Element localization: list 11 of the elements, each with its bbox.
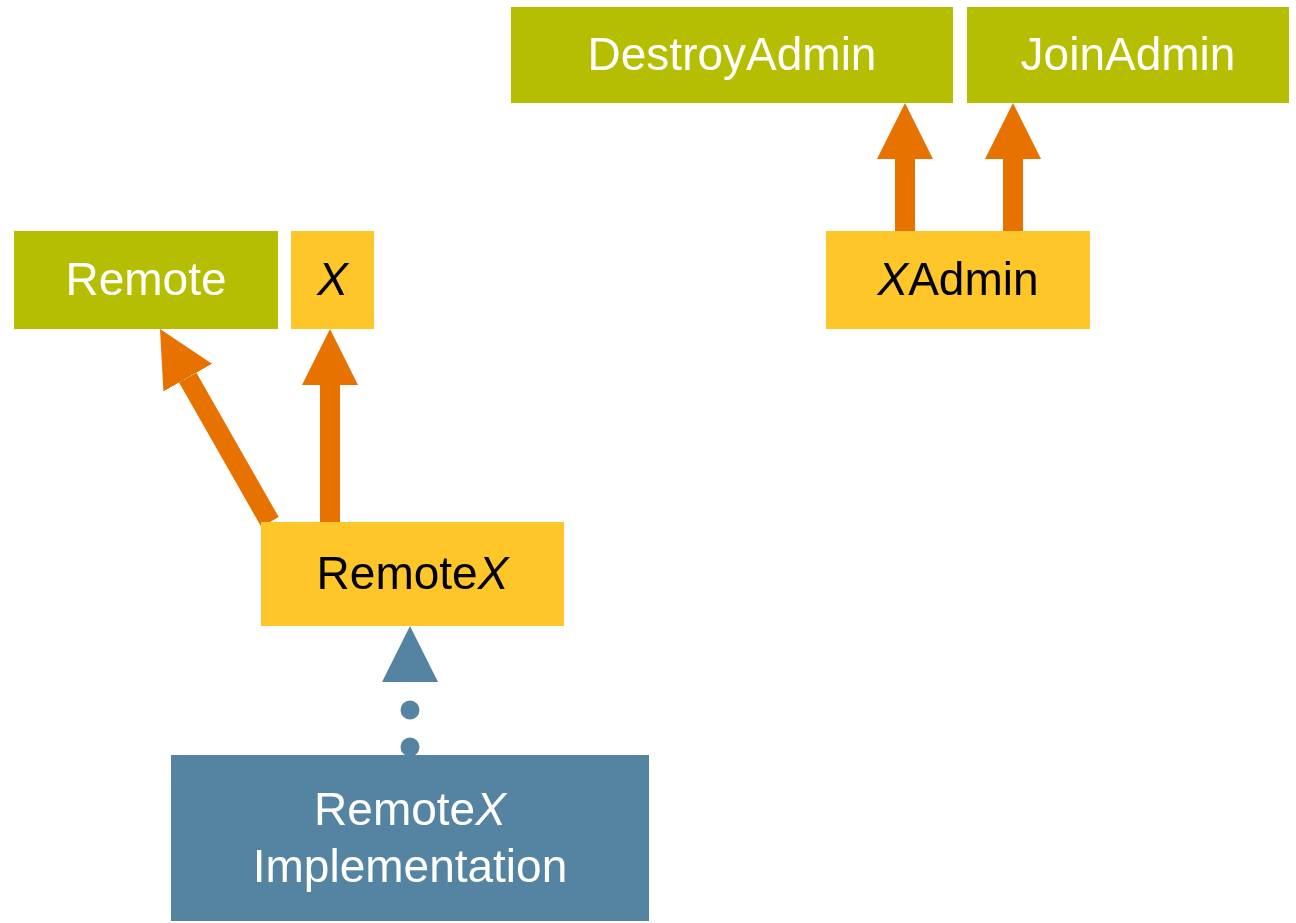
arrow (302, 329, 358, 522)
arrow (877, 103, 933, 231)
arrow (160, 329, 279, 527)
class-box: XAdmin (826, 231, 1090, 329)
class-box: RemoteX Implementation (171, 755, 649, 921)
class-box: DestroyAdmin (511, 7, 953, 103)
class-box: JoinAdmin (967, 7, 1289, 103)
arrow (985, 103, 1041, 231)
class-box: X (291, 231, 374, 329)
class-box: Remote (14, 231, 278, 329)
class-box: RemoteX (261, 522, 564, 626)
